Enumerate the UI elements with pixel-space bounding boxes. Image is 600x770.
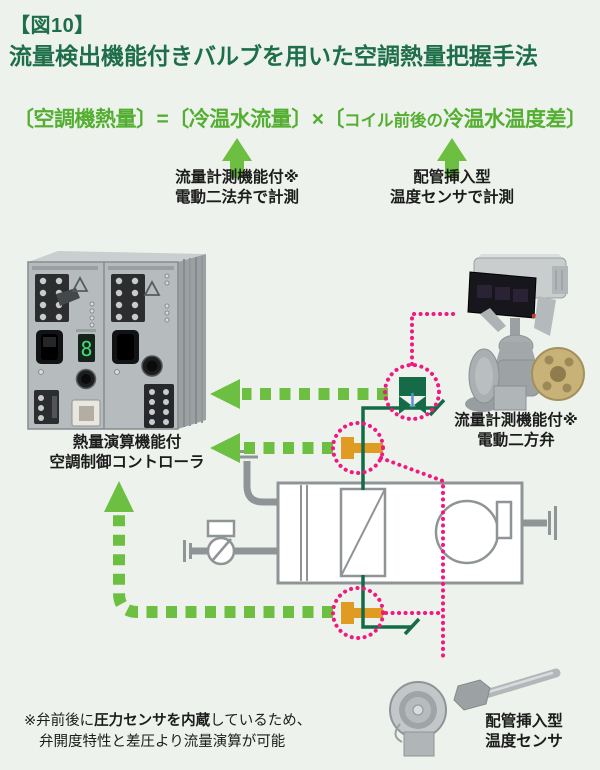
green-dashed-arrow-flow: [210, 379, 388, 409]
ahu-unit: [276, 481, 524, 585]
flow-measure-note: 流量計測機能付※ 電動二法弁で計測: [137, 168, 337, 208]
temp-sensor-label-line2: 温度センサ: [485, 733, 563, 751]
footnote-line1-bold: 圧力センサを内蔵: [94, 713, 211, 729]
temp-sensor-label: 配管挿入型 温度センサ: [424, 712, 600, 753]
valve-label-line2: 電動二方弁: [477, 432, 555, 450]
controller-label-line1: 熱量演算機能付: [72, 434, 182, 451]
green-dashed-arrow-return-temp: [104, 481, 333, 618]
formula-coil-prefix: コイル前後の: [344, 112, 444, 130]
controller-label-line2: 空調制御コントローラ: [49, 454, 205, 472]
footnote-line1-post: しているため、: [210, 713, 312, 729]
temp-sensor-photo: [389, 668, 561, 757]
flow-measure-note-line1: 流量計測機能付※: [175, 169, 299, 186]
pink-link-supply-sensor: [379, 456, 445, 661]
temp-sensor-symbol-return: [341, 602, 383, 624]
flow-measure-note-line2: 電動二法弁で計測: [174, 188, 299, 206]
temp-sensor-label-line1: 配管挿入型: [485, 713, 563, 730]
up-arrow-temp: [437, 138, 467, 178]
valve-symbol: [399, 377, 426, 414]
highlight-links: [331, 312, 457, 661]
valve-label-line1: 流量計測機能付※: [454, 412, 578, 429]
controller-label: 熱量演算機能付 空調制御コントローラ: [27, 433, 227, 474]
temp-measure-note-line2: 温度センサで計測: [389, 188, 514, 206]
signal-arrows: [104, 138, 467, 618]
damper: [206, 519, 236, 566]
controller-photo: 8: [27, 251, 206, 430]
valve-label: 流量計測機能付※ 電動二方弁: [416, 411, 600, 452]
formula-tail: 冷温水温度差〕: [443, 108, 587, 131]
return-duct: [243, 461, 278, 506]
fan: [434, 499, 500, 565]
temp-sensor-symbol-supply: [341, 437, 383, 459]
svg-text:8: 8: [80, 337, 92, 361]
pink-circle-supply-sensor: [331, 421, 385, 475]
page-title: 流量検出機能付きバルブを用いた空調熱量把握手法: [9, 43, 538, 69]
footnote: ※弁前後に圧力センサを内蔵しているため、 弁開度特性と差圧より流量演算が可能: [24, 711, 311, 753]
footnote-line2: 弁開度特性と差圧より流量演算が可能: [39, 734, 286, 751]
figure-number: 【図10】: [10, 15, 95, 37]
chilled-water-pipes: [361, 398, 446, 636]
pink-link-valve-photo: [410, 312, 457, 366]
pink-circle-valve: [383, 363, 441, 421]
up-arrow-flow: [222, 138, 252, 178]
pink-circle-return-sensor: [331, 586, 385, 640]
green-dashed-arrow-supply-temp: [210, 433, 333, 463]
temp-measure-note: 配管挿入型 温度センサで計測: [352, 168, 552, 208]
heat-formula: 〔空調機熱量〕=〔冷温水流量〕×〔コイル前後の冷温水温度差〕: [13, 103, 587, 133]
temp-measure-note-line1: 配管挿入型: [413, 169, 491, 186]
formula-lead: 〔空調機熱量〕=〔冷温水流量〕×〔: [13, 108, 345, 131]
footnote-line1: ※弁前後に圧力センサを内蔵しているため、: [24, 711, 311, 732]
valve-photo: [465, 254, 585, 412]
footnote-line1-pre: ※弁前後に: [24, 713, 95, 729]
